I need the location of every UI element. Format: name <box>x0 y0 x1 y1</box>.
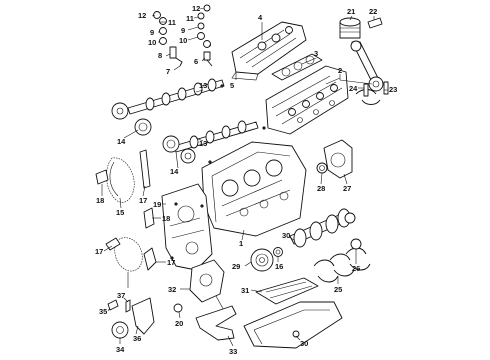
callout-numbers: 1 2 3 4 5 6 7 8 9 9 10 10 11 11 12 12 13… <box>95 4 397 356</box>
callout-8: 8 <box>158 51 162 60</box>
callout-28: 28 <box>317 184 325 193</box>
callout-11: 11 <box>168 18 176 27</box>
callout-10: 10 <box>148 38 156 47</box>
callout-10b: 10 <box>179 36 187 45</box>
callout-13b: 13 <box>199 139 207 148</box>
leader-lines <box>101 7 388 347</box>
timing-cover <box>161 183 213 271</box>
valve-cover <box>231 21 307 81</box>
engine-block <box>201 141 307 237</box>
callout-2: 2 <box>338 66 342 75</box>
main-bearings <box>313 247 371 283</box>
oil-pump-seal <box>173 303 183 313</box>
callout-17c: 17 <box>167 258 175 267</box>
oil-filter-bolt <box>107 299 119 311</box>
callout-32: 32 <box>168 285 176 294</box>
cylinder-head <box>265 65 349 135</box>
callout-9b: 9 <box>181 26 185 35</box>
valve-spring-set <box>153 4 213 67</box>
callout-16: 16 <box>275 262 283 271</box>
callout-15: 15 <box>116 208 124 217</box>
rear-seal-housing <box>323 139 353 179</box>
callout-30-pan: 30 <box>300 339 308 348</box>
callout-31: 31 <box>241 286 249 295</box>
callout-14b: 14 <box>170 167 179 176</box>
oil-pan <box>243 301 343 349</box>
intake-camshaft <box>111 78 225 120</box>
connecting-rod <box>350 40 384 92</box>
callout-7: 7 <box>166 67 170 76</box>
callout-26: 26 <box>352 264 360 273</box>
piston <box>339 17 361 39</box>
callout-18: 18 <box>96 196 104 205</box>
callout-29: 29 <box>232 262 240 271</box>
callout-5: 5 <box>230 81 234 90</box>
callout-37: 37 <box>117 291 125 300</box>
callout-6: 6 <box>194 57 198 66</box>
callout-30: 30 <box>282 231 290 240</box>
oil-pan-baffle <box>255 277 319 305</box>
callout-1: 1 <box>239 239 243 248</box>
callout-34: 34 <box>116 345 125 354</box>
callout-12: 12 <box>138 11 146 20</box>
piston-pin <box>367 17 383 29</box>
crankshaft <box>289 208 356 248</box>
oil-filter-adapter <box>111 321 129 339</box>
crankshaft-damper <box>250 248 274 272</box>
callout-22: 22 <box>369 7 377 16</box>
callout-27: 27 <box>343 184 351 193</box>
cam-phaser-upper <box>134 118 152 136</box>
callout-20: 20 <box>175 319 183 328</box>
oil-cooler-bracket <box>131 297 155 335</box>
rear-main-seal <box>316 162 328 174</box>
callout-3: 3 <box>314 49 318 58</box>
callout-14: 14 <box>117 137 126 146</box>
oil-pump <box>189 259 233 315</box>
chain-tensioner-arm <box>105 237 157 271</box>
callout-23: 23 <box>389 85 397 94</box>
callout-35: 35 <box>99 307 107 316</box>
cam-phaser-lower <box>162 135 196 164</box>
callout-25: 25 <box>334 285 342 294</box>
secondary-timing-chain <box>114 237 143 272</box>
callout-36: 36 <box>133 334 141 343</box>
chain-guide-right <box>139 149 151 189</box>
callout-11b: 11 <box>186 14 194 23</box>
chain-guide-left <box>95 169 109 185</box>
callout-18b: 18 <box>162 214 170 223</box>
chain-guide-18b <box>143 207 155 229</box>
primary-timing-chain <box>106 157 135 203</box>
front-crank-seal <box>273 247 283 257</box>
thrust-washer <box>350 238 362 250</box>
exhaust-camshaft <box>173 120 259 153</box>
callout-24: 24 <box>349 84 358 93</box>
callout-12b: 12 <box>192 4 200 13</box>
oil-cooler-bolt <box>125 299 131 313</box>
callout-4: 4 <box>258 13 263 22</box>
oil-pickup-tube <box>195 305 237 341</box>
callout-13: 13 <box>199 81 207 90</box>
callout-17: 17 <box>139 196 147 205</box>
callout-21: 21 <box>347 7 355 16</box>
callout-17b: 17 <box>95 247 103 256</box>
cover-bolts <box>208 84 266 164</box>
callout-9: 9 <box>150 28 154 37</box>
rod-cap-bolts <box>363 81 389 97</box>
callout-33: 33 <box>229 347 237 356</box>
callout-19: 19 <box>153 200 161 209</box>
